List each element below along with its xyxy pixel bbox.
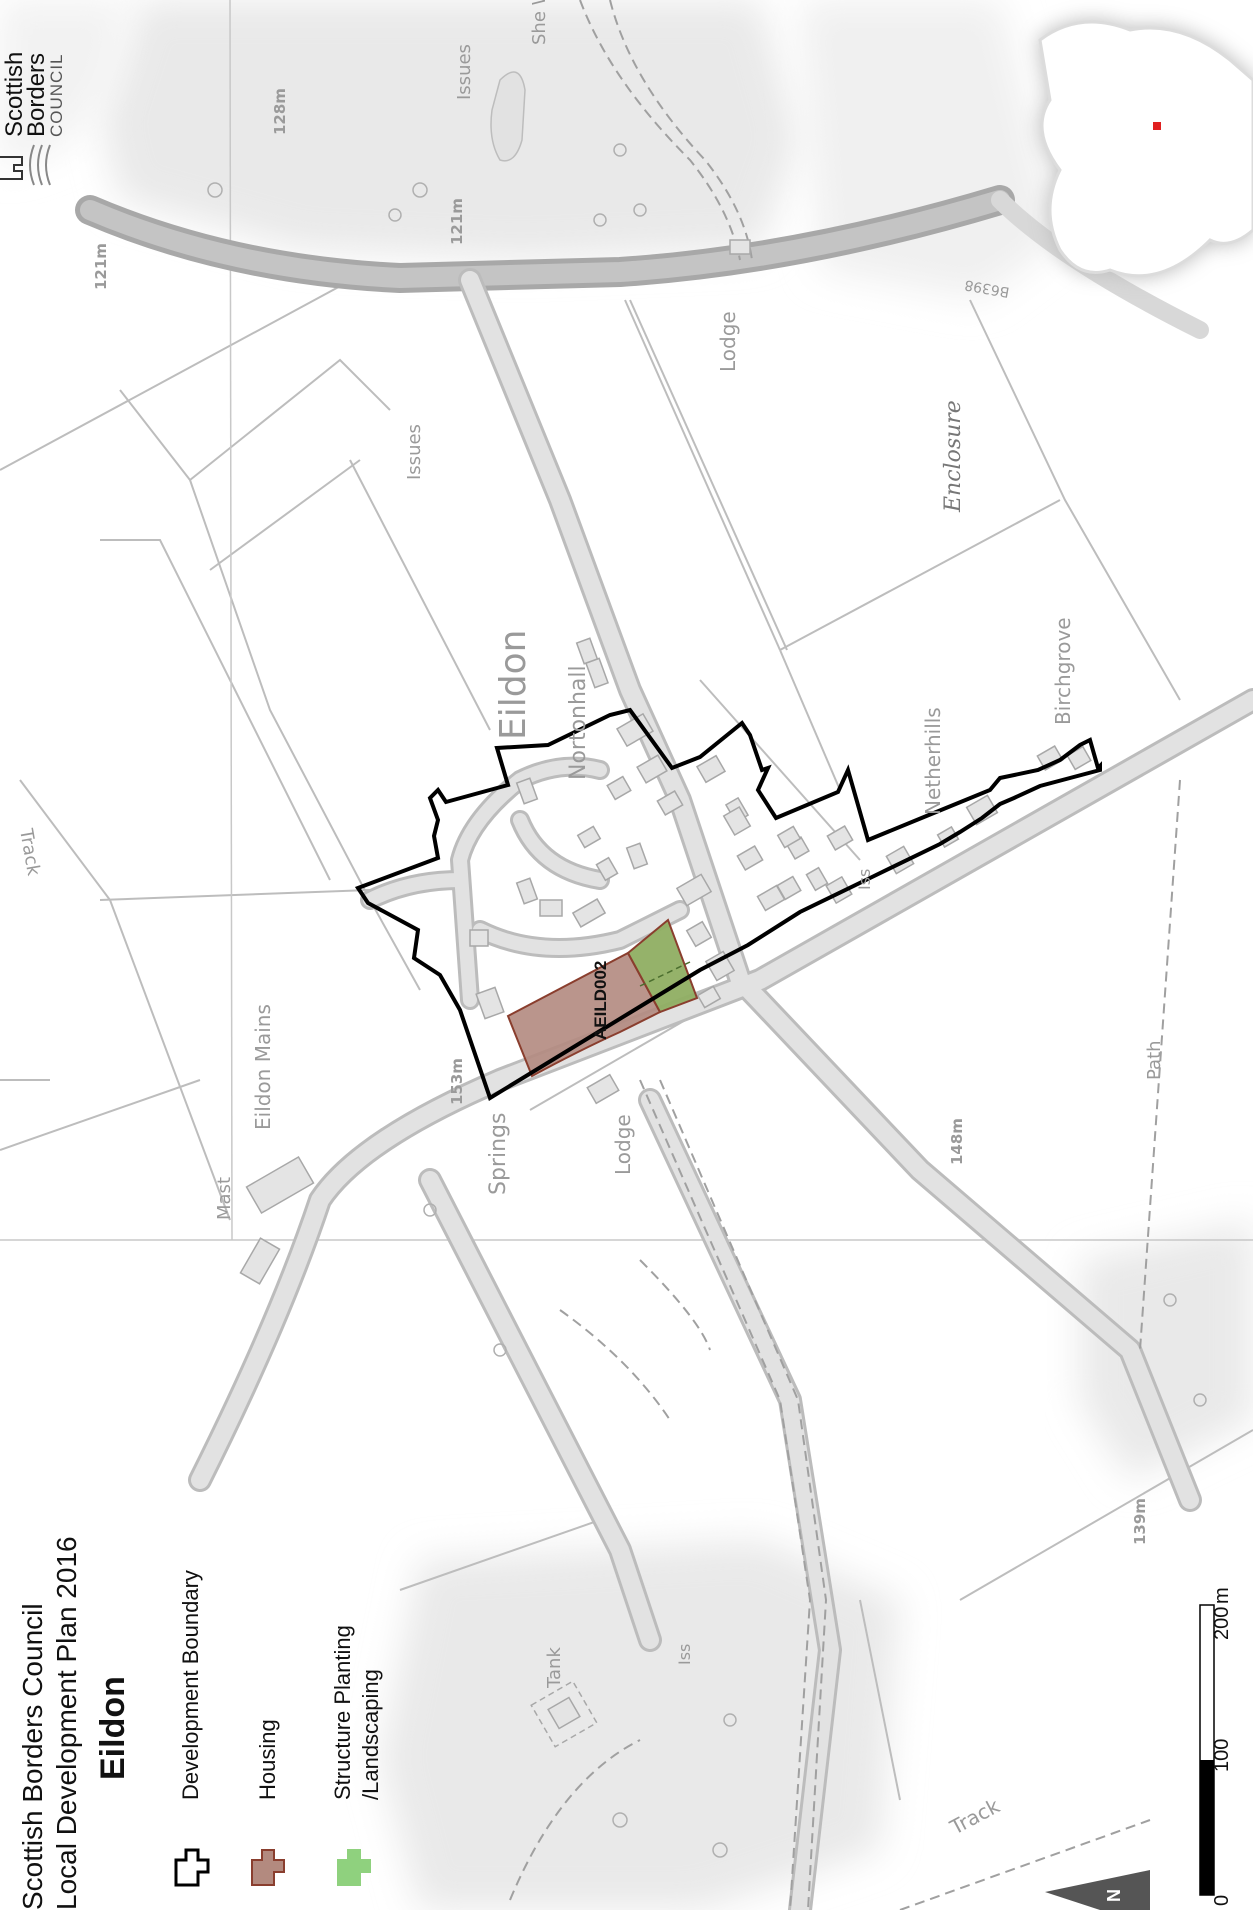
scale-tick-200: 200 — [1211, 1607, 1233, 1640]
planting-icon — [337, 1849, 371, 1886]
legend-item-boundary: Development Boundary — [174, 1570, 210, 1887]
logo-line2: Borders — [23, 53, 50, 137]
spot-height: 148m — [948, 1118, 966, 1165]
label-springs: Springs — [486, 1113, 511, 1195]
label-eildon-mains: Eildon Mains — [251, 1004, 275, 1130]
scale-tick-100: 100 — [1211, 1739, 1233, 1772]
field-boundaries — [0, 268, 1253, 1801]
locator-map — [1038, 20, 1253, 278]
label-lodge-bottom: Lodge — [611, 1114, 635, 1175]
spot-height: 139m — [1131, 1498, 1149, 1545]
landscaping-strip[interactable] — [626, 918, 699, 1014]
label-issues-mid: Issues — [404, 424, 425, 480]
spot-height: 153m — [448, 1058, 466, 1105]
housing-icon — [251, 1849, 285, 1886]
legend-item-housing: Housing — [251, 1719, 285, 1886]
legend-plan: Local Development Plan 2016 — [51, 1536, 82, 1910]
buildings — [239, 239, 1092, 1748]
scale-bar: 0 100 200 m — [1199, 1587, 1233, 1906]
legend-label-planting-2: /Landscaping — [358, 1669, 383, 1800]
label-netherhills: Netherhills — [921, 707, 945, 815]
tree-symbols — [207, 143, 1207, 1858]
label-lodge-top: Lodge — [716, 311, 740, 372]
site-label-aeild002: AEILD002 — [591, 961, 610, 1040]
development-boundary[interactable] — [354, 707, 1102, 1102]
legend-label-housing: Housing — [255, 1719, 280, 1800]
label-sheep-wash: She Wa — [529, 0, 550, 45]
label-path: Path — [1144, 1040, 1165, 1080]
label-enclosure: Enclosure — [941, 400, 966, 513]
grid-lines — [0, 0, 1253, 1241]
legend-label-planting: Structure Planting — [330, 1625, 355, 1800]
housing-site-aeild002[interactable] — [506, 951, 662, 1078]
label-tank: Tank — [544, 1647, 565, 1689]
north-label: N — [1104, 1889, 1124, 1902]
north-arrow: N — [1045, 1870, 1150, 1910]
label-birchgrove: Birchgrove — [1051, 617, 1075, 725]
legend-settlement: Eildon — [94, 1676, 132, 1780]
logo-line1: Scottish — [1, 52, 28, 137]
scale-tick-0: 0 — [1211, 1895, 1233, 1906]
minor-roads — [188, 268, 1253, 1910]
legend-label-boundary: Development Boundary — [178, 1570, 203, 1800]
label-nortonhall: Nortonhall — [566, 665, 591, 780]
spot-height: 121m — [448, 198, 466, 245]
label-mast: Mast — [214, 1177, 235, 1220]
legend-item-planting: Structure Planting /Landscaping — [330, 1625, 383, 1886]
label-road-b6398: B6398 — [963, 276, 1010, 300]
legend-publisher: Scottish Borders Council — [17, 1603, 48, 1910]
label-eildon: Eildon — [493, 630, 534, 740]
label-iss-village: Iss — [855, 869, 874, 890]
logo-line3: COUNCIL — [47, 53, 66, 137]
council-logo: Scottish Borders COUNCIL — [0, 52, 66, 186]
spot-height: 128m — [271, 88, 289, 135]
locator-dot — [1153, 122, 1161, 130]
map-labels: Eildon Nortonhall Netherhills Birchgrove… — [15, 0, 1165, 1840]
spot-height: 121m — [92, 243, 110, 290]
tracks — [509, 0, 1181, 1910]
scale-unit: m — [1211, 1587, 1233, 1604]
legend: Scottish Borders Council Local Developme… — [17, 1536, 383, 1910]
label-iss-bottom: Iss — [675, 1644, 694, 1665]
boundary-icon — [174, 1848, 210, 1887]
castle-icon — [0, 144, 51, 186]
pond — [490, 71, 526, 162]
north-arrow-icon — [1045, 1870, 1150, 1910]
label-issues-top: Issues — [454, 44, 475, 100]
